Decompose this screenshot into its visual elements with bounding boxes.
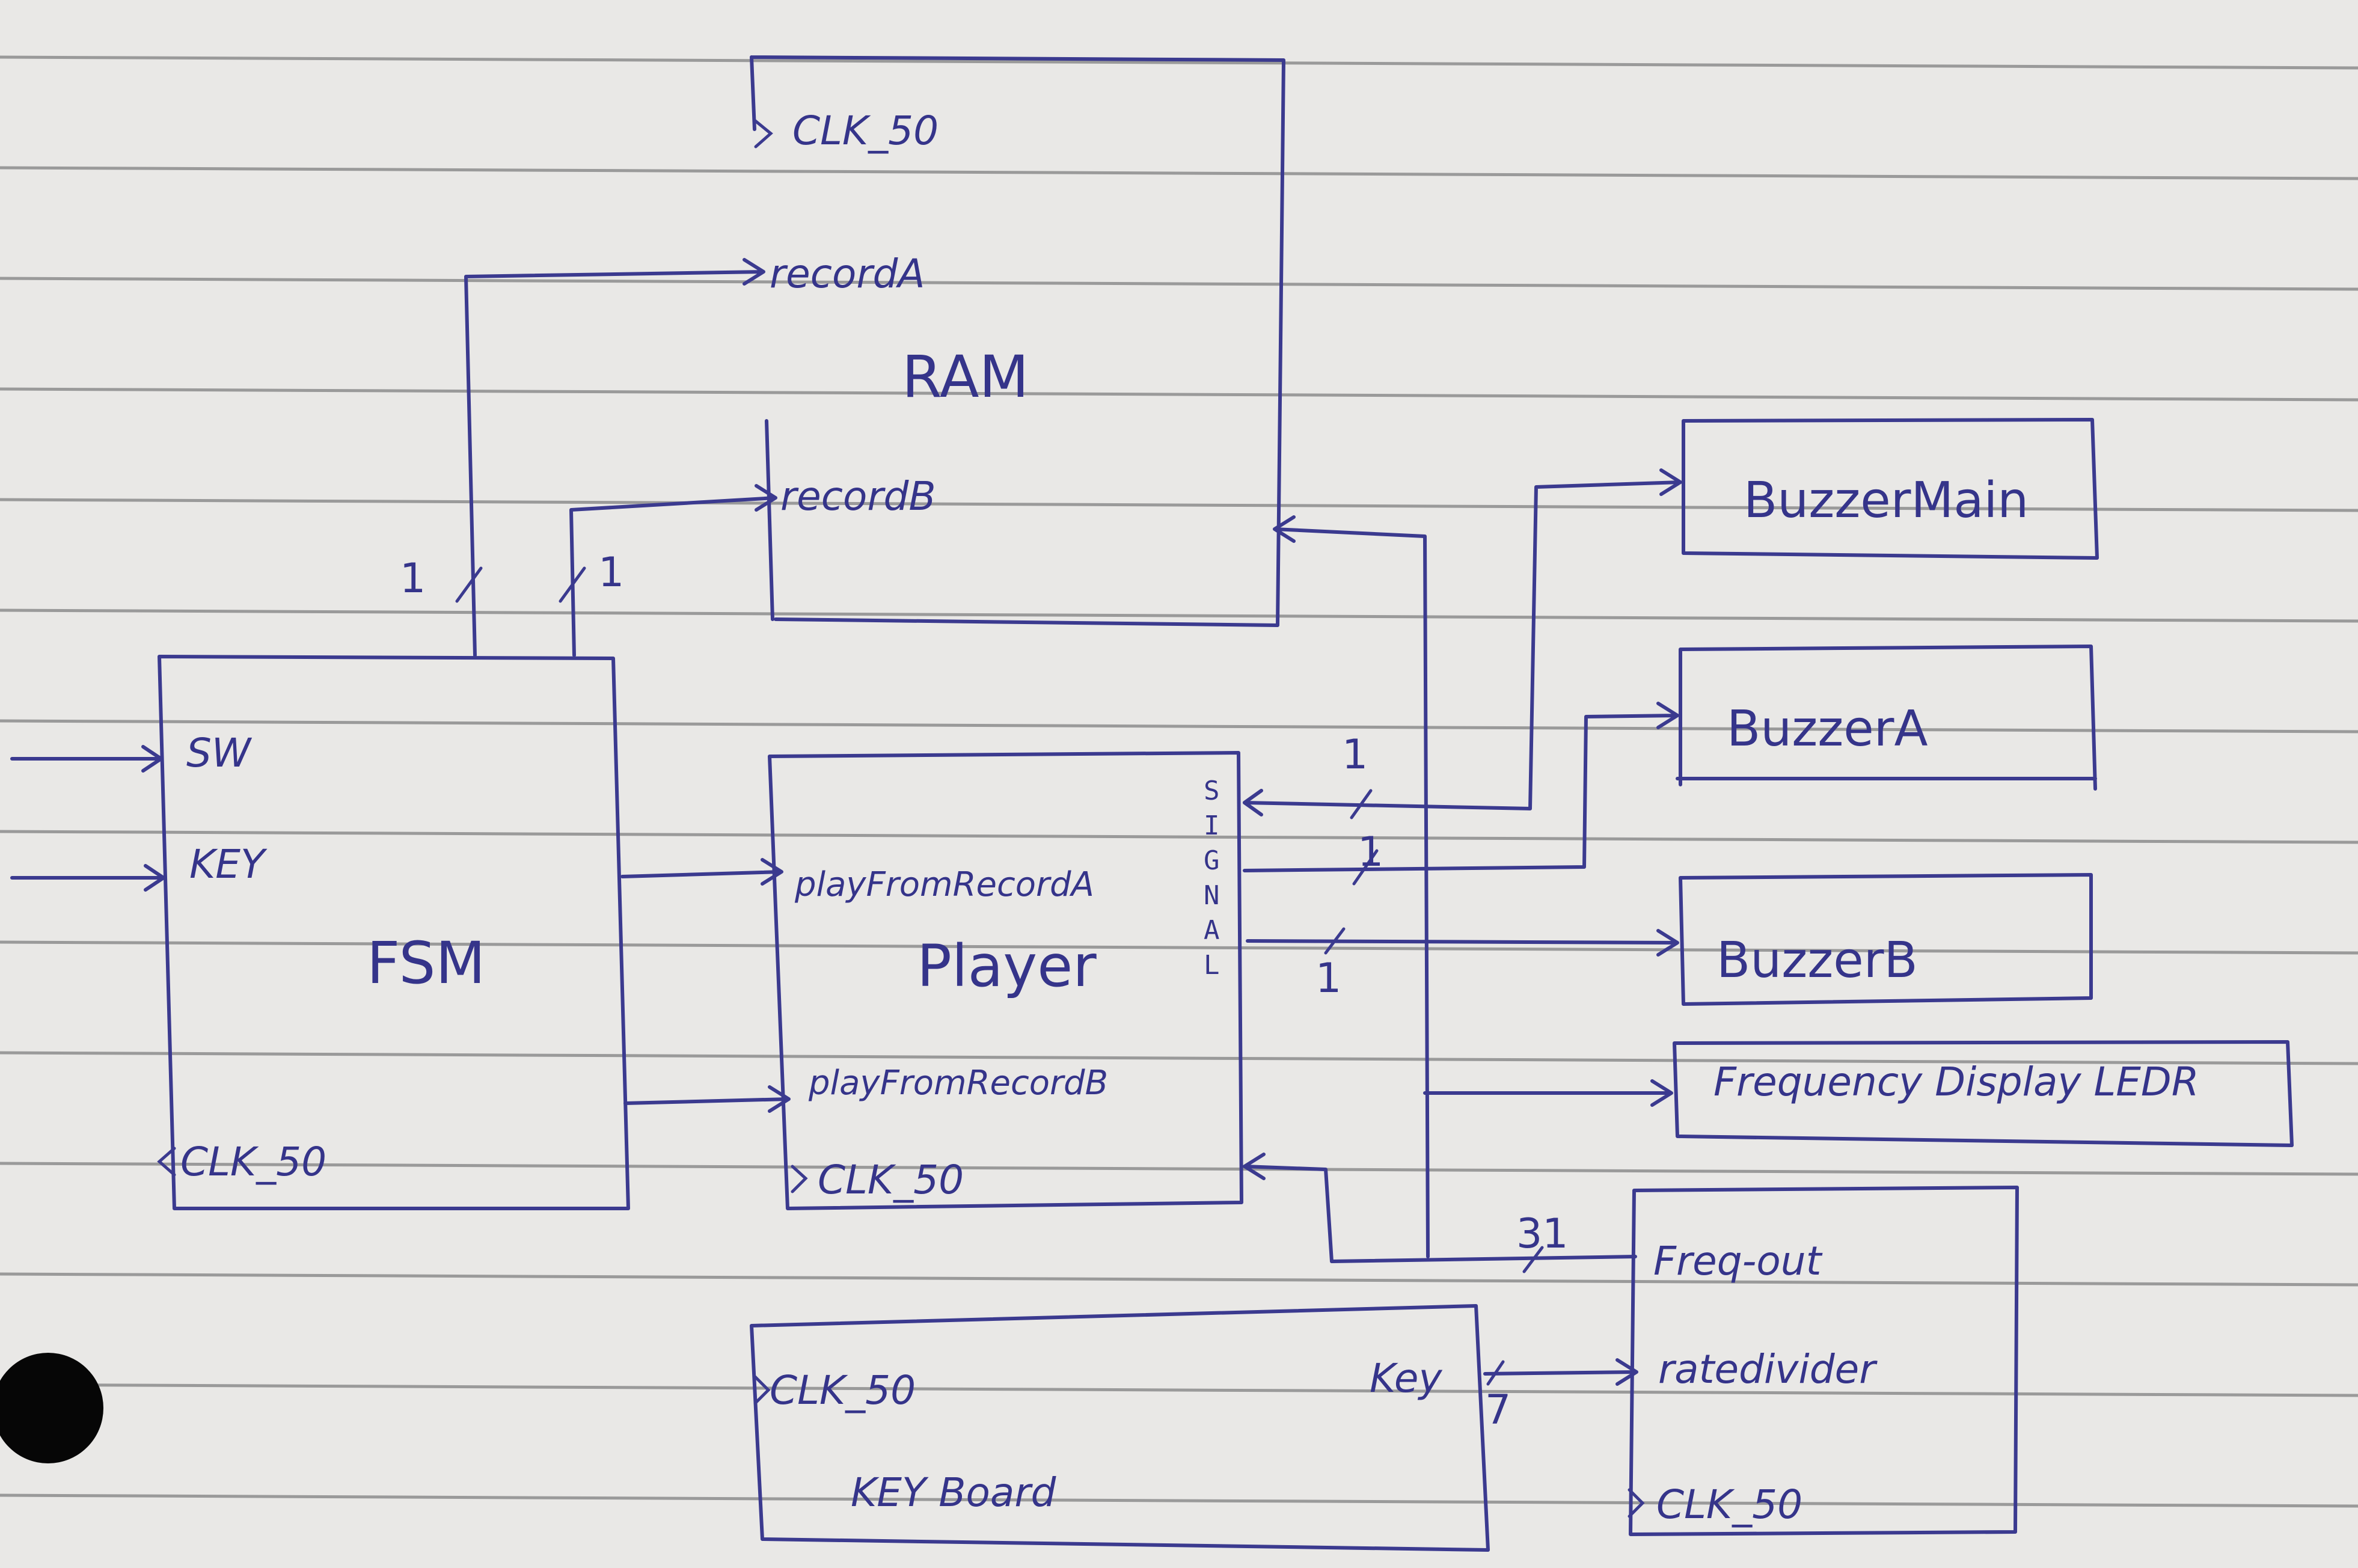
bus-width-fsm-ram-a: 1 <box>400 555 426 602</box>
bus-width-signal-b: 1 <box>1315 955 1341 1002</box>
paper-rule-line <box>0 1162 2358 1176</box>
bus-width-marks <box>455 566 1544 1386</box>
fsm-clk-label: CLK_50 <box>180 1139 326 1185</box>
player-clk-label: CLK_50 <box>818 1157 964 1203</box>
fsm-title: FSM <box>367 929 485 997</box>
paper-rule-line <box>0 608 2358 623</box>
paper-rule-line <box>0 940 2358 955</box>
bus-width-labels: 1 1 1 1 1 31 7 <box>400 549 1569 1434</box>
ratedivider-freq-label: Freq-out <box>1653 1238 1823 1284</box>
ram-recordb-label: recordB <box>780 473 936 519</box>
ram-clk-label: CLK_50 <box>792 108 939 154</box>
paper-rule-line <box>0 830 2358 844</box>
player-playa-label: playFromRecordA <box>794 865 1094 904</box>
keyboard-title: KEY Board <box>851 1469 1057 1516</box>
buzzer-b-box: BuzzerB <box>1679 873 2093 1006</box>
freq-display-label: Frequency Display LEDR <box>1713 1059 2199 1105</box>
signal-letter: G <box>1204 845 1220 876</box>
fsm-block: SW KEY FSM CLK_50 <box>157 655 630 1210</box>
keyboard-key-label: Key <box>1370 1355 1443 1401</box>
keyboard-clk-label: CLK_50 <box>770 1367 916 1413</box>
ram-block: CLK_50 recordA RAM recordB <box>750 55 1285 627</box>
signal-letter: S <box>1204 776 1220 806</box>
paper-rule-line <box>0 498 2358 512</box>
paper-rule-line <box>0 277 2358 291</box>
paper-rule-line <box>0 166 2358 180</box>
bus-width-signal-a: 1 <box>1358 828 1383 876</box>
fsm-sw-label: SW <box>186 730 253 776</box>
ram-title: RAM <box>902 343 1029 411</box>
bus-width-signal-main: 1 <box>1342 731 1368 779</box>
paper-rule-line <box>0 719 2358 733</box>
buzzer-main-label: BuzzerMain <box>1744 472 2029 529</box>
paper-ruling-lines <box>0 55 2358 1508</box>
player-playb-label: playFromRecordB <box>808 1064 1108 1103</box>
fsm-key-label: KEY <box>189 841 268 887</box>
player-block: playFromRecordA Player playFromRecordB C… <box>768 751 1243 1210</box>
bus-width-fsm-ram-b: 1 <box>598 549 624 596</box>
signal-letter: A <box>1204 915 1220 946</box>
signal-letter: N <box>1204 880 1220 911</box>
binder-hole <box>0 1353 103 1463</box>
ratedivider-block: Freq-out ratedivider CLK_50 <box>1628 1186 2019 1536</box>
buzzer-b-label: BuzzerB <box>1716 932 1918 989</box>
buzzer-main-box: BuzzerMain <box>1682 418 2099 560</box>
ratedivider-clk-label: CLK_50 <box>1656 1481 1802 1528</box>
paper-rule-line <box>0 1493 2358 1508</box>
paper-rule-line <box>0 387 2358 402</box>
ram-recorda-label: recordA <box>770 251 925 297</box>
paper-rule-line <box>0 1272 2358 1287</box>
bus-width-key: 7 <box>1485 1386 1511 1434</box>
freq-display-box: Frequency Display LEDR <box>1673 1040 2294 1147</box>
keyboard-block: CLK_50 Key KEY Board <box>750 1304 1490 1552</box>
wires <box>10 258 1682 1386</box>
player-title: Player <box>917 933 1097 1000</box>
buzzer-a-box: BuzzerA <box>1676 645 2097 791</box>
paper-rule-line <box>0 1051 2358 1065</box>
buzzer-a-label: BuzzerA <box>1727 700 1928 758</box>
bus-width-freq: 31 <box>1516 1210 1569 1258</box>
signal-letter: I <box>1204 810 1220 841</box>
paper-rule-line <box>0 55 2358 70</box>
ratedivider-title: ratedivider <box>1658 1346 1878 1392</box>
signal-letter: L <box>1204 950 1220 981</box>
paper-rule-line <box>0 1383 2358 1397</box>
